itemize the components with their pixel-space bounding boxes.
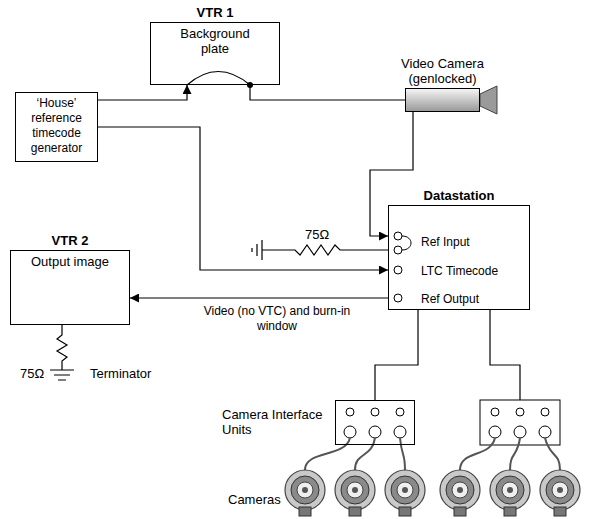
vtr-box: VTR 1Background plate	[150, 22, 280, 85]
datastation-box: DatastationRef InputLTC TimecodeRef Outp…	[388, 205, 530, 310]
node-text: Background plate	[175, 26, 255, 56]
video-camera: Video Camera (genlocked)	[405, 88, 480, 112]
signal-connector	[250, 85, 405, 100]
signal-connector	[98, 127, 388, 270]
camera-lens	[480, 86, 497, 114]
signal-connector	[130, 297, 388, 298]
terminator-label: Terminator	[88, 366, 153, 381]
node-heading: VTR 2	[52, 233, 89, 248]
node-heading: Camera Interface Units	[222, 407, 330, 437]
resistor-symbol	[252, 240, 388, 260]
port-label: Ref Output	[421, 291, 479, 307]
vtr-box: VTR 2Output image	[10, 250, 130, 325]
generator-box: ‘House’ reference timecode generator	[15, 92, 98, 162]
port-label: Ref Input	[421, 234, 470, 250]
interface-feed	[490, 310, 520, 400]
resistance-value: 75Ω	[303, 227, 331, 242]
camera-cables	[305, 438, 560, 470]
unit-sockets	[344, 408, 551, 438]
node-heading: Video Camera (genlocked)	[388, 56, 498, 86]
node-text: ‘House’ reference timecode generator	[19, 96, 94, 156]
tape-loop	[187, 72, 250, 86]
signal-connector	[375, 310, 418, 400]
signal-connector	[370, 112, 413, 236]
interface-unit: Camera Interface Units	[335, 400, 415, 445]
camera-icons	[285, 470, 580, 516]
node-heading: VTR 1	[197, 5, 234, 20]
signal-connector	[98, 85, 187, 100]
port-label: LTC Timecode	[421, 263, 498, 279]
node-heading: Datastation	[424, 188, 495, 203]
cameras-label: Cameras	[226, 492, 283, 507]
resistance-value: 75Ω	[18, 366, 46, 381]
connector-label: Video (no VTC) and burn-in window	[200, 304, 354, 334]
port-sockets	[394, 232, 411, 302]
node-text: Output image	[15, 254, 125, 269]
terminator-symbol	[50, 325, 74, 380]
